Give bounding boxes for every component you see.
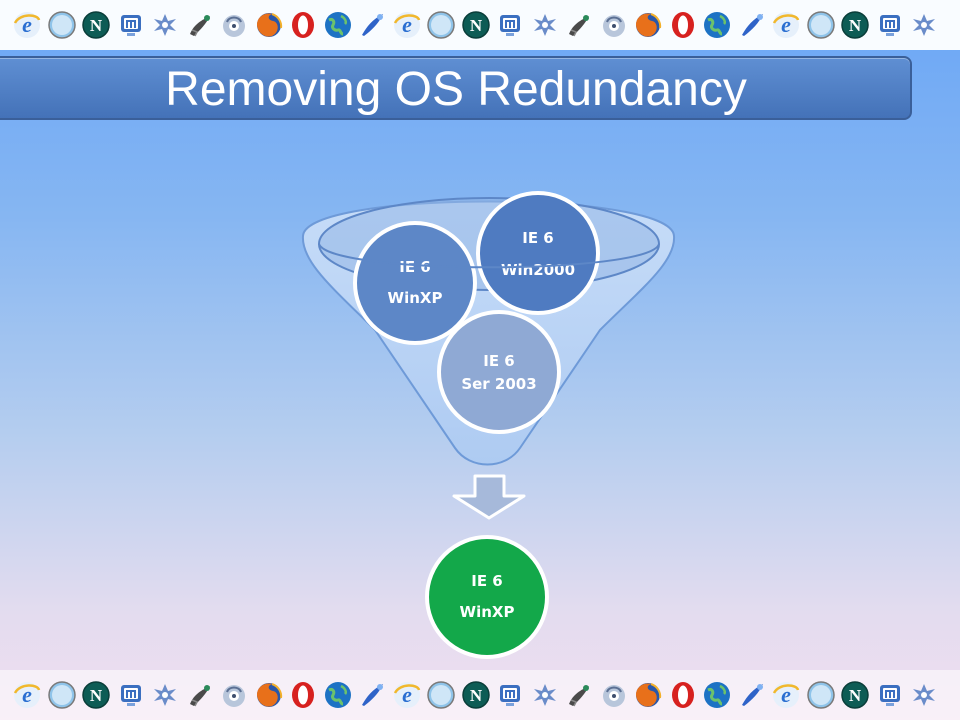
monitor-icon	[879, 15, 900, 36]
down-arrow	[452, 474, 526, 520]
globe-icon	[324, 682, 351, 708]
opera-icon	[292, 12, 314, 38]
safari-icon	[806, 11, 835, 39]
flock-icon	[533, 684, 556, 706]
globe-icon	[324, 12, 351, 38]
result-line1: IE 6	[471, 572, 503, 590]
circle-win2000-line2: Win2000	[501, 261, 575, 279]
svg-text:e: e	[402, 682, 412, 707]
circle-winxp-line2: WinXP	[388, 289, 443, 307]
netscape-icon: N	[841, 681, 869, 709]
flock-icon	[913, 14, 935, 36]
firefox-icon	[256, 683, 282, 707]
firefox-icon	[256, 13, 282, 37]
comet-icon	[741, 14, 763, 36]
seamonkey-icon	[569, 15, 589, 37]
svg-text:N: N	[849, 686, 862, 705]
seamonkey-icon	[189, 15, 210, 37]
ie-icon: e	[772, 682, 800, 708]
circle-win2000-line1: IE 6	[522, 229, 554, 247]
globe-icon	[704, 12, 730, 38]
comet-icon	[741, 684, 763, 706]
ie-icon: e	[13, 682, 41, 708]
circle-win2000	[476, 191, 600, 315]
ie-icon: e	[772, 12, 800, 38]
globe-icon	[704, 682, 730, 708]
svg-text:e: e	[22, 12, 32, 37]
opera-icon	[671, 12, 694, 38]
k-meleon-icon	[223, 685, 245, 707]
netscape-icon: N	[82, 681, 110, 709]
seamonkey-icon	[189, 685, 210, 707]
firefox-icon	[636, 683, 662, 707]
k-meleon-icon	[602, 685, 625, 707]
monitor-icon	[120, 15, 141, 36]
monitor-icon	[500, 685, 520, 706]
netscape-icon: N	[841, 11, 869, 39]
svg-text:e: e	[22, 682, 32, 707]
flock-icon	[533, 14, 556, 36]
circle-winxp-line1: IE 6	[399, 258, 431, 276]
svg-text:e: e	[781, 682, 791, 707]
svg-text:N: N	[469, 686, 482, 705]
ie-icon: e	[13, 12, 41, 38]
safari-icon	[427, 681, 455, 709]
safari-icon	[427, 11, 455, 39]
firefox-icon	[636, 13, 662, 37]
circle-ser2003-line2: Ser 2003	[461, 375, 536, 393]
svg-text:N: N	[469, 16, 482, 35]
seamonkey-icon	[569, 685, 589, 707]
circle-ser2003	[437, 310, 561, 434]
result-circle	[425, 535, 549, 659]
monitor-icon	[879, 685, 900, 706]
flock-icon	[154, 14, 176, 36]
svg-text:N: N	[90, 16, 103, 35]
funnel-rim-front	[318, 243, 660, 269]
k-meleon-icon	[223, 15, 245, 37]
monitor-icon	[120, 685, 141, 706]
circle-winxp	[353, 221, 477, 345]
circle-ser2003-line1: IE 6	[483, 352, 515, 370]
safari-icon	[47, 681, 76, 709]
comet-icon	[362, 684, 383, 706]
svg-text:e: e	[781, 12, 791, 37]
k-meleon-icon	[602, 15, 625, 37]
opera-icon	[671, 682, 694, 708]
safari-icon	[806, 681, 835, 709]
svg-text:e: e	[402, 12, 412, 37]
result-line2: WinXP	[460, 603, 515, 621]
monitor-icon	[500, 15, 520, 36]
opera-icon	[292, 682, 314, 708]
netscape-icon: N	[461, 681, 490, 709]
comet-icon	[362, 14, 383, 36]
slide-title: Removing OS Redundancy	[165, 63, 747, 116]
svg-text:N: N	[849, 16, 862, 35]
flock-icon	[913, 684, 935, 706]
safari-icon	[47, 11, 76, 39]
slide-title-bar: Removing OS Redundancy	[0, 56, 912, 120]
flock-icon	[154, 684, 176, 706]
svg-text:N: N	[90, 686, 103, 705]
ie-icon: e	[393, 682, 420, 708]
ie-icon: e	[393, 12, 420, 38]
netscape-icon: N	[461, 11, 490, 39]
netscape-icon: N	[82, 11, 110, 39]
